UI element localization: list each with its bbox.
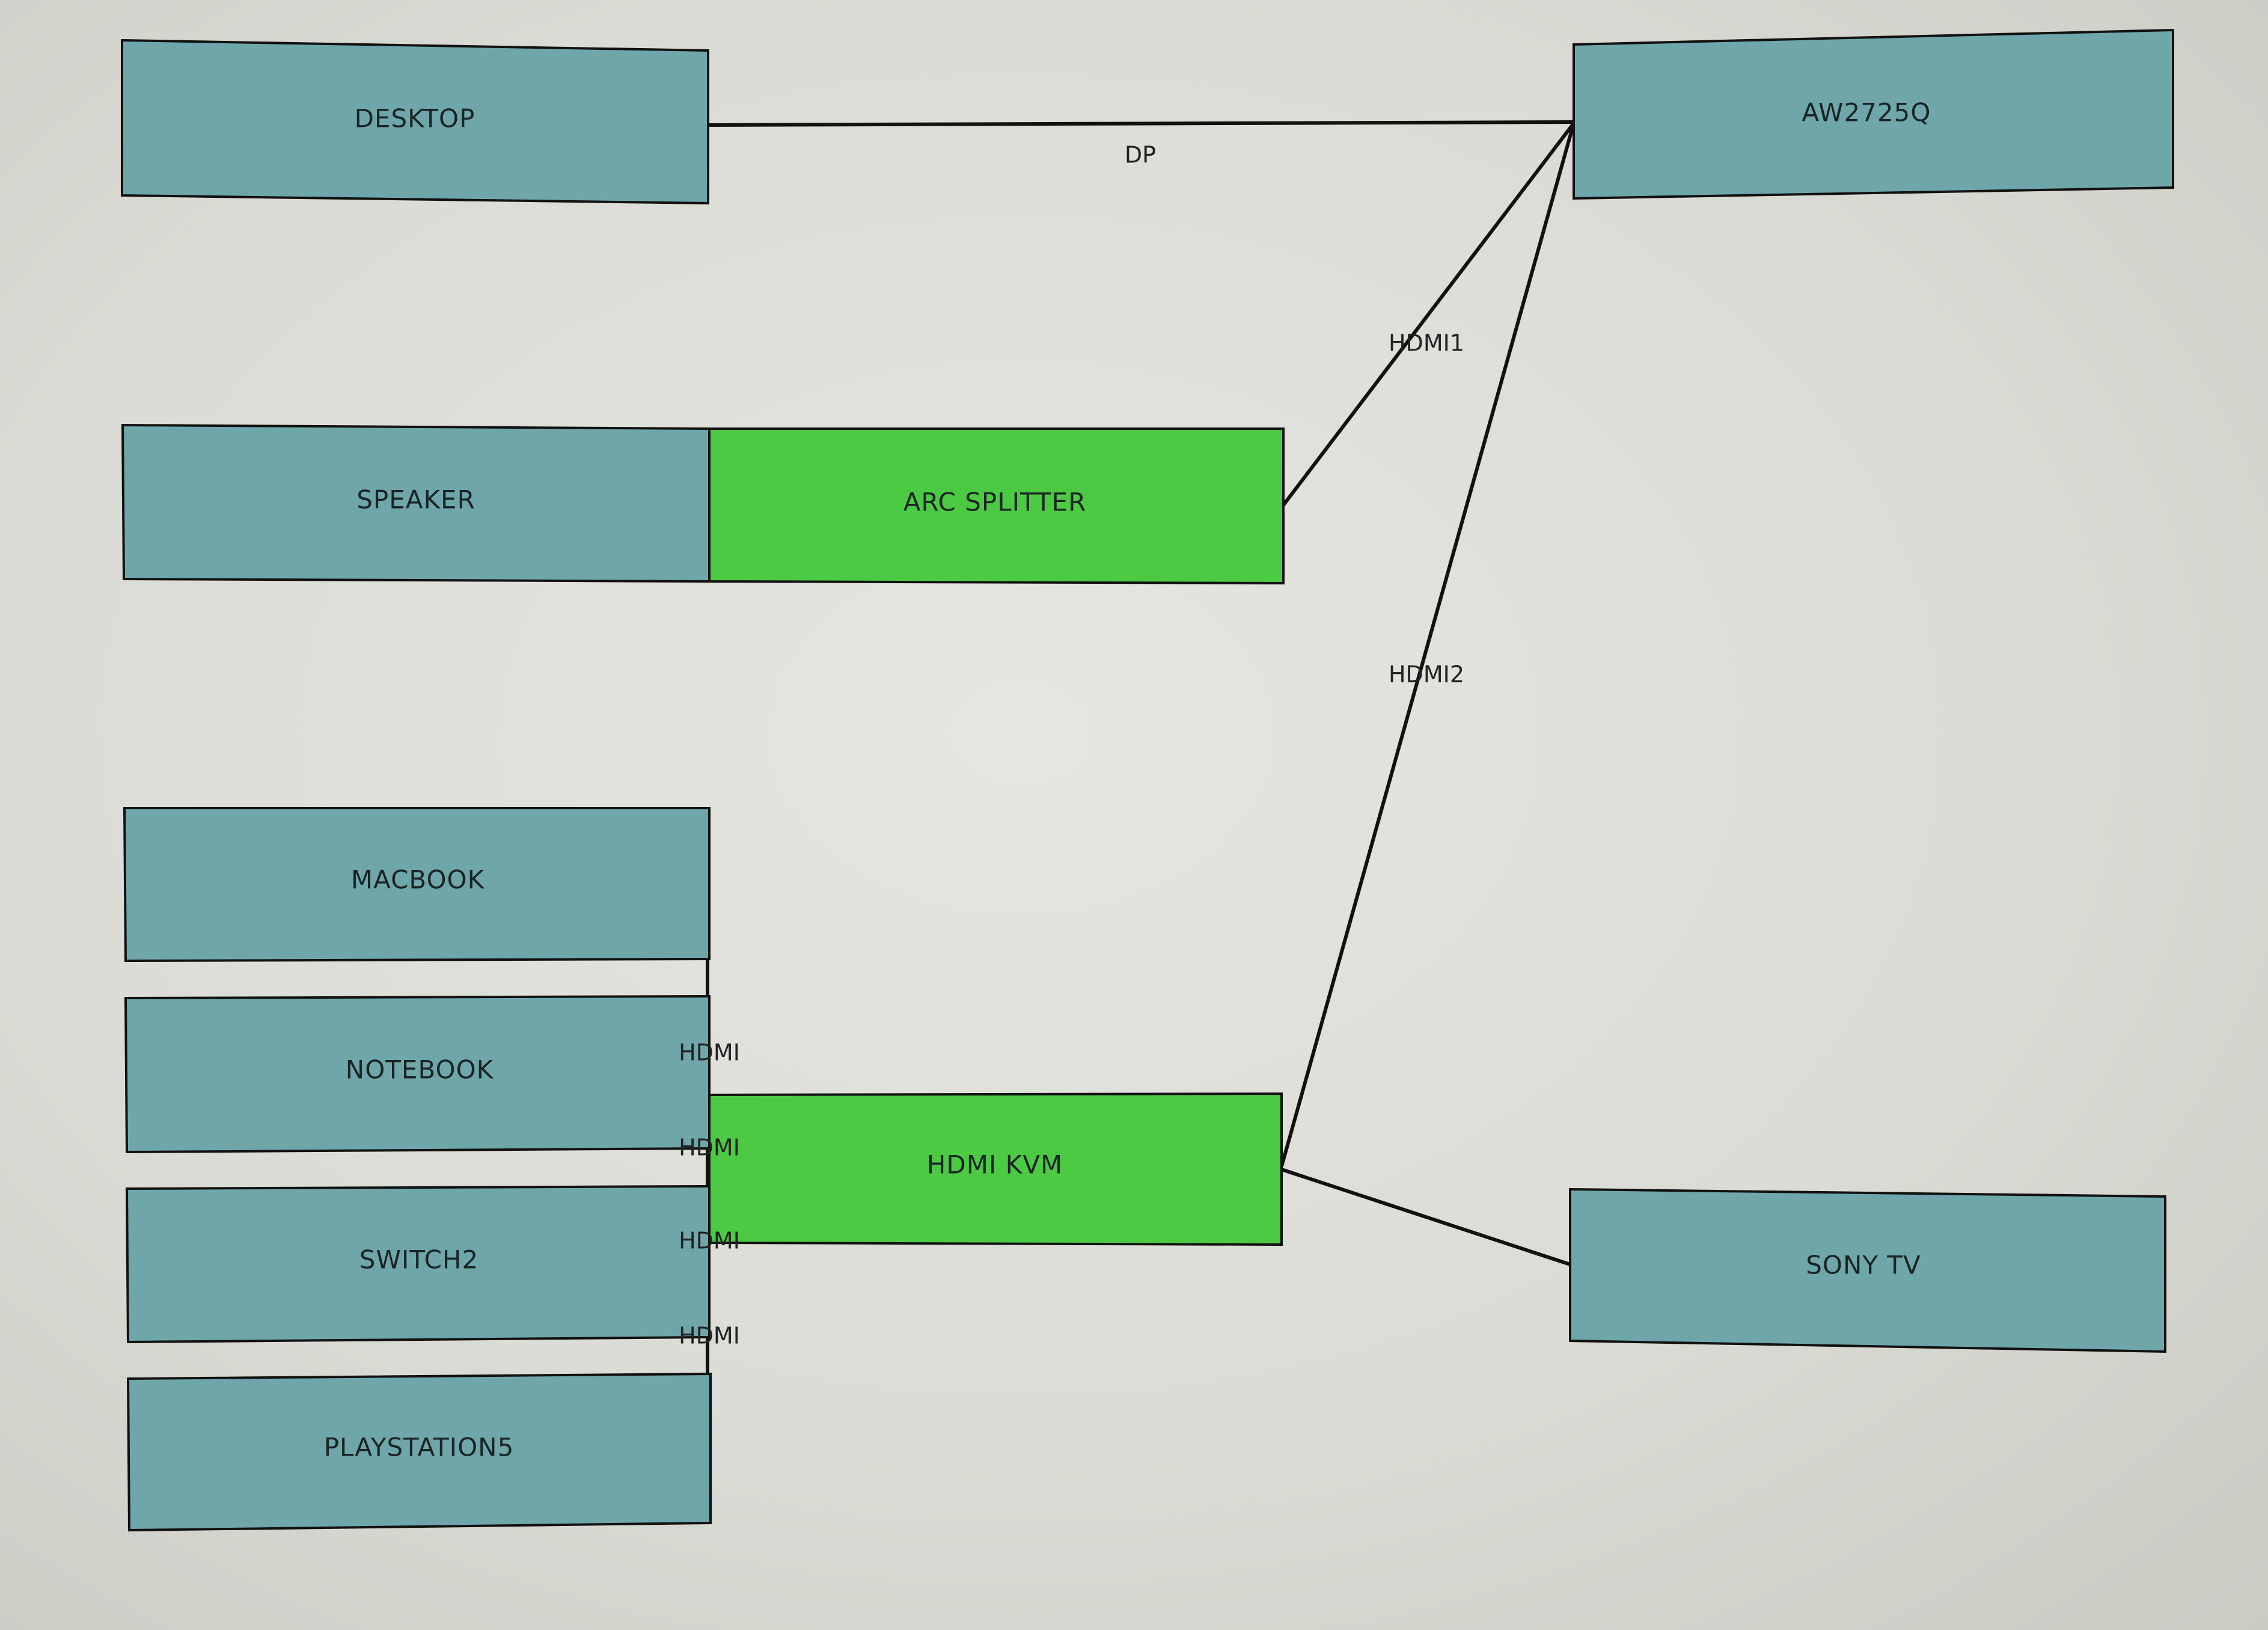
nodes: DESKTOP AW2725Q SPEAKER ARC SPLITTER MAC…: [121, 28, 2174, 1532]
edges: [706, 120, 1576, 1449]
edge-label-macbook-hdmi: HDMI: [679, 1040, 740, 1066]
node-label: AW2725Q: [1802, 98, 1931, 127]
node-label: NOTEBOOK: [346, 1055, 494, 1085]
edge-label-switch2-hdmi: HDMI: [679, 1228, 740, 1254]
node-notebook[interactable]: NOTEBOOK: [124, 994, 711, 1154]
node-switch2[interactable]: SWITCH2: [125, 1184, 711, 1344]
node-label: SWITCH2: [359, 1245, 478, 1275]
node-hdmi-kvm[interactable]: HDMI KVM: [708, 1092, 1283, 1246]
node-desktop[interactable]: DESKTOP: [121, 38, 709, 205]
node-label: ARC SPLITTER: [903, 488, 1087, 517]
node-label: MACBOOK: [351, 865, 485, 895]
edge-label-ps5-hdmi: HDMI: [679, 1323, 740, 1349]
edge-hdmi-kvm-sony-tv: [1281, 1168, 1571, 1266]
node-label: PLAYSTATION5: [324, 1433, 515, 1462]
node-macbook[interactable]: MACBOOK: [123, 807, 711, 963]
edge-arc-splitter-aw2725q: [1282, 122, 1576, 506]
edge-hdmi-kvm-aw2725q: [1280, 123, 1576, 1167]
edge-desktop-aw2725q: [706, 120, 1574, 127]
node-speaker[interactable]: SPEAKER: [121, 423, 711, 583]
node-playstation5[interactable]: PLAYSTATION5: [126, 1372, 712, 1532]
edge-label-notebook-hdmi: HDMI: [679, 1135, 740, 1161]
node-label: HDMI KVM: [927, 1150, 1063, 1180]
node-sony-tv[interactable]: SONY TV: [1569, 1187, 2166, 1353]
edge-label-hdmi2: HDMI2: [1389, 661, 1464, 688]
node-label: DESKTOP: [355, 104, 475, 133]
edge-label-dp: DP: [1125, 142, 1156, 168]
edge-labels: DP HDMI1 HDMI2 HDMI HDMI HDMI HDMI: [679, 142, 1464, 1349]
node-label: SPEAKER: [356, 485, 475, 515]
node-label: SONY TV: [1806, 1251, 1921, 1280]
node-aw2725q[interactable]: AW2725Q: [1573, 28, 2174, 200]
edge-label-hdmi1: HDMI1: [1389, 330, 1464, 357]
node-arc-splitter[interactable]: ARC SPLITTER: [708, 427, 1285, 585]
